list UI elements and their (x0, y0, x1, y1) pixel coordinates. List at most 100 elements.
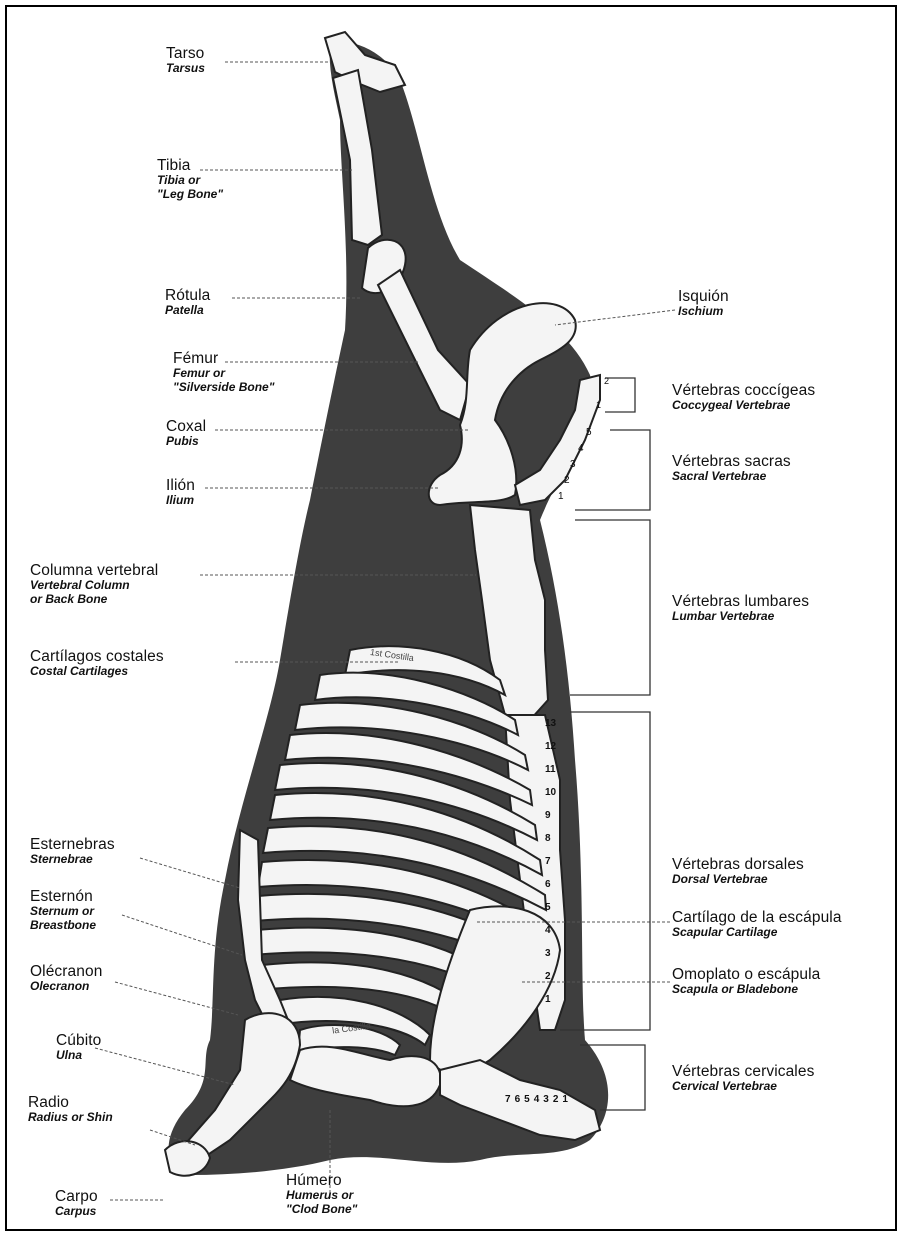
dorsal-number: 10 (545, 781, 556, 804)
label-columna: Columna vertebral Vertebral Column or Ba… (30, 562, 158, 606)
label-coccigeas-es: Vértebras coccígeas (672, 382, 815, 399)
dorsal-number: 12 (545, 735, 556, 758)
label-radio-en: Radius or Shin (28, 1111, 113, 1124)
coccygeal-numbers: 2 1 (604, 376, 609, 410)
label-cartilago-escapula-es: Cartílago de la escápula (672, 909, 842, 926)
label-cubito-en: Ulna (56, 1049, 101, 1062)
label-lumbares-es: Vértebras lumbares (672, 593, 809, 610)
label-coxal: Coxal Pubis (166, 418, 206, 449)
cervical-number: 5 (524, 1094, 530, 1105)
coccygeal-number: 2 (604, 376, 609, 386)
label-cervicales-es: Vértebras cervicales (672, 1063, 814, 1080)
label-sacras-en: Sacral Vertebrae (672, 470, 791, 483)
label-humero-en-1: Humerus or (286, 1189, 357, 1202)
coccygeal-number: 1 (596, 400, 609, 410)
cervical-number: 6 (515, 1094, 521, 1105)
label-coccigeas: Vértebras coccígeas Coccygeal Vertebrae (672, 382, 815, 413)
label-coxal-es: Coxal (166, 418, 206, 435)
dorsal-number: 3 (545, 942, 556, 965)
label-cartilago-escapula-en: Scapular Cartilage (672, 926, 842, 939)
label-cartilagos-en: Costal Cartilages (30, 665, 164, 678)
label-tarso-es: Tarso (166, 45, 205, 62)
sacral-number: 3 (570, 457, 592, 473)
label-esternebras: Esternebras Sternebrae (30, 836, 115, 867)
dorsal-number: 7 (545, 850, 556, 873)
label-tarso: Tarso Tarsus (166, 45, 205, 76)
label-columna-en-2: or Back Bone (30, 593, 158, 606)
label-femur-es: Fémur (173, 350, 274, 367)
label-isquion-en: Ischium (678, 305, 729, 318)
label-radio-es: Radio (28, 1094, 113, 1111)
sacral-number: 1 (558, 489, 592, 505)
label-tibia-en-1: Tibia or (157, 174, 223, 187)
sacral-numbers: 5 4 3 2 1 (586, 425, 592, 505)
label-dorsales-es: Vértebras dorsales (672, 856, 804, 873)
label-cervicales-en: Cervical Vertebrae (672, 1080, 814, 1093)
cervical-number: 7 (505, 1094, 511, 1105)
label-isquion-es: Isquión (678, 288, 729, 305)
label-femur: Fémur Femur or "Silverside Bone" (173, 350, 274, 394)
label-cubito: Cúbito Ulna (56, 1032, 101, 1063)
label-cartilagos-es: Cartílagos costales (30, 648, 164, 665)
label-omoplato: Omoplato o escápula Scapula or Bladebone (672, 966, 820, 997)
sacral-number: 2 (564, 473, 592, 489)
label-lumbares-en: Lumbar Vertebrae (672, 610, 809, 623)
label-coccigeas-en: Coccygeal Vertebrae (672, 399, 815, 412)
label-radio: Radio Radius or Shin (28, 1094, 113, 1125)
label-rotula-es: Rótula (165, 287, 210, 304)
dorsal-number: 8 (545, 827, 556, 850)
label-dorsales-en: Dorsal Vertebrae (672, 873, 804, 886)
cervical-number: 1 (562, 1094, 568, 1105)
label-carpo-es: Carpo (55, 1188, 98, 1205)
label-olecranon-en: Olecranon (30, 980, 102, 993)
cervical-number: 4 (534, 1094, 540, 1105)
label-ilion-es: Ilión (166, 477, 195, 494)
label-dorsales: Vértebras dorsales Dorsal Vertebrae (672, 856, 804, 887)
cervical-number: 2 (553, 1094, 559, 1105)
label-esternebras-en: Sternebrae (30, 853, 115, 866)
label-esternon-es: Esternón (30, 888, 96, 905)
label-coxal-en: Pubis (166, 435, 206, 448)
label-esternon-en-1: Sternum or (30, 905, 96, 918)
sacral-number: 4 (578, 441, 592, 457)
sacral-number: 5 (586, 425, 592, 441)
label-carpo: Carpo Carpus (55, 1188, 98, 1219)
label-cervicales: Vértebras cervicales Cervical Vertebrae (672, 1063, 814, 1094)
dorsal-number: 1 (545, 988, 556, 1011)
label-tarso-en: Tarsus (166, 62, 205, 75)
label-sacras-es: Vértebras sacras (672, 453, 791, 470)
label-omoplato-en: Scapula or Bladebone (672, 983, 820, 996)
label-columna-en-1: Vertebral Column (30, 579, 158, 592)
label-humero-es: Húmero (286, 1172, 357, 1189)
label-omoplato-es: Omoplato o escápula (672, 966, 820, 983)
dorsal-number: 6 (545, 873, 556, 896)
dorsal-number: 9 (545, 804, 556, 827)
label-rotula-en: Patella (165, 304, 210, 317)
label-femur-en-1: Femur or (173, 367, 274, 380)
cervical-number: 3 (543, 1094, 549, 1105)
label-tibia-es: Tibia (157, 157, 223, 174)
label-esternon: Esternón Sternum or Breastbone (30, 888, 96, 932)
label-ilion-en: Ilium (166, 494, 195, 507)
dorsal-number: 11 (545, 758, 556, 781)
label-olecranon: Olécranon Olecranon (30, 963, 102, 994)
label-sacras: Vértebras sacras Sacral Vertebrae (672, 453, 791, 484)
label-ilion: Ilión Ilium (166, 477, 195, 508)
label-cubito-es: Cúbito (56, 1032, 101, 1049)
label-cartilago-escapula: Cartílago de la escápula Scapular Cartil… (672, 909, 842, 940)
label-olecranon-es: Olécranon (30, 963, 102, 980)
label-tibia-en-2: "Leg Bone" (157, 188, 223, 201)
label-humero-en-2: "Clod Bone" (286, 1203, 357, 1216)
label-rotula: Rótula Patella (165, 287, 210, 318)
label-esternon-en-2: Breastbone (30, 919, 96, 932)
label-carpo-en: Carpus (55, 1205, 98, 1218)
label-tibia: Tibia Tibia or "Leg Bone" (157, 157, 223, 201)
dorsal-numbers: 13 12 11 10 9 8 7 6 5 4 3 2 1 (545, 712, 556, 1011)
dorsal-number: 5 (545, 896, 556, 919)
label-lumbares: Vértebras lumbares Lumbar Vertebrae (672, 593, 809, 624)
label-esternebras-es: Esternebras (30, 836, 115, 853)
label-humero: Húmero Humerus or "Clod Bone" (286, 1172, 357, 1216)
label-cartilagos: Cartílagos costales Costal Cartilages (30, 648, 164, 679)
label-femur-en-2: "Silverside Bone" (173, 381, 274, 394)
